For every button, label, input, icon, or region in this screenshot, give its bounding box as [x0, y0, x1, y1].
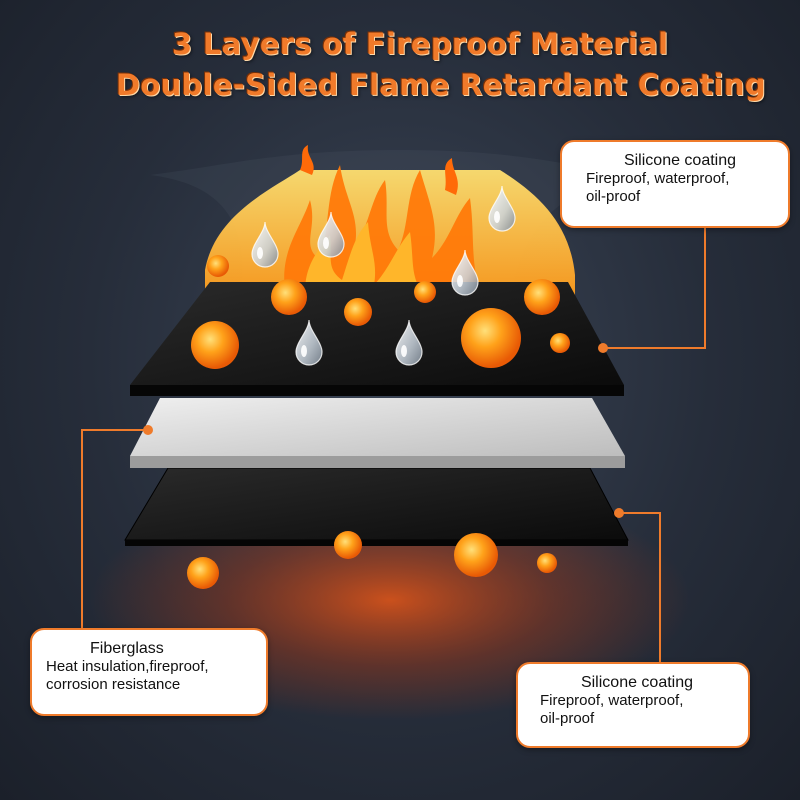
callout-title: Silicone coating	[623, 152, 737, 169]
fiberglass-layer	[130, 398, 625, 456]
callout-bottom-silicone-coating: Silicone coating Fireproof, waterproof, …	[516, 662, 750, 748]
flame-icon	[284, 145, 480, 292]
callout-line: Heat insulation,fireproof,	[46, 658, 209, 675]
callout-line: oil-proof	[586, 188, 641, 205]
bottom-silicone-layer	[124, 467, 629, 541]
callout-fiberglass: Fiberglass Heat insulation,fireproof, co…	[30, 628, 268, 716]
callout-line: oil-proof	[540, 710, 595, 727]
callout-line: Fireproof, waterproof,	[540, 692, 684, 709]
headline-line-1: 3 Layers of Fireproof Material	[172, 27, 669, 61]
callout-line: corrosion resistance	[46, 676, 181, 693]
callout-top-silicone-coating: Silicone coating Fireproof, waterproof, …	[560, 140, 790, 228]
callout-title: Fiberglass	[90, 640, 164, 657]
callout-line: Fireproof, waterproof,	[586, 170, 730, 187]
callout-title: Silicone coating	[580, 674, 694, 691]
heat-particle-icon	[187, 255, 570, 589]
headline-line-2: Double-Sided Flame Retardant Coating	[116, 68, 766, 102]
callout-connectors	[81, 228, 706, 662]
